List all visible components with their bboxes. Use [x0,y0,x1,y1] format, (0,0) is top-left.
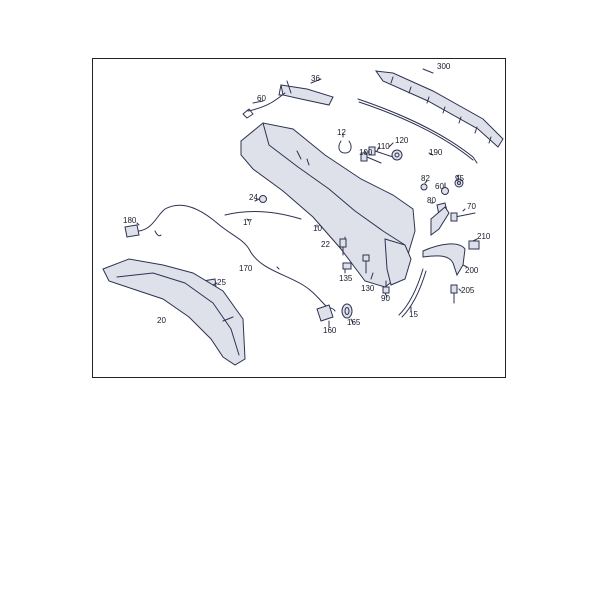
part-ring-165 [341,303,353,319]
part-reflector-bracket [278,80,334,106]
callout-70: 70 [467,202,476,211]
callout-leaders [136,68,478,328]
callout-200: 200 [465,266,479,275]
part-sensor-160 [316,304,334,322]
callout-120: 120 [395,136,409,145]
part-top-trim-strip [374,70,504,148]
part-screw-90 [382,280,390,294]
part-bolt-205 [450,284,458,304]
part-screw-100 [360,152,382,164]
callout-82: 82 [421,174,430,183]
part-seal-15 [398,268,427,318]
part-washer-95 [454,178,464,188]
part-screw-130 [362,254,370,274]
callout-100: 100 [359,148,373,157]
part-grommet-24 [259,195,267,203]
callout-210: 210 [477,232,491,241]
part-grommet-120 [391,149,403,161]
callout-180: 180 [123,216,137,225]
part-thin-moulding [357,98,478,164]
callout-12: 12 [337,128,346,137]
callout-300: 300 [437,62,451,71]
callout-160: 160 [323,326,337,335]
part-nut-135 [342,262,352,270]
part-bumper-shell [240,122,416,288]
callout-60: 60 [257,94,266,103]
part-screw-110 [368,146,394,158]
callout-25: 25 [217,278,226,287]
part-wiring-harness [124,204,336,312]
callout-22: 22 [321,240,330,249]
part-nut-82 [420,183,428,191]
part-clip-210 [468,240,480,250]
callout-90: 90 [381,294,390,303]
callout-135: 135 [339,274,353,283]
part-thin-cable-17 [224,211,302,220]
callout-110: 110 [377,142,390,151]
callout-80: 80 [427,196,436,205]
callout-165: 165 [347,318,361,327]
callout-15: 15 [409,310,418,319]
callout-60-right: 60 [435,182,444,191]
callout-130: 130 [361,284,375,293]
callout-10: 10 [313,224,322,233]
callout-205: 205 [461,286,475,295]
part-bracket-70 [430,206,476,236]
part-bracket-200 [422,243,466,277]
callout-24: 24 [249,193,258,202]
callout-36: 36 [311,74,320,83]
part-clip-12 [338,140,352,154]
callout-17: 17 [243,218,252,227]
callout-190: 190 [429,148,443,157]
part-wiring-connector [242,92,286,119]
callout-170: 170 [239,264,253,273]
bumper-parts-diagram: 36 300 60 12 120 110 100 190 24 82 95 60… [102,62,504,366]
callout-95: 95 [455,174,464,183]
part-bolt-22 [339,238,347,256]
part-lower-diffuser [102,258,246,366]
callout-20: 20 [157,316,166,325]
parts-diagram-frame: 36 300 60 12 120 110 100 190 24 82 95 60… [92,58,506,378]
